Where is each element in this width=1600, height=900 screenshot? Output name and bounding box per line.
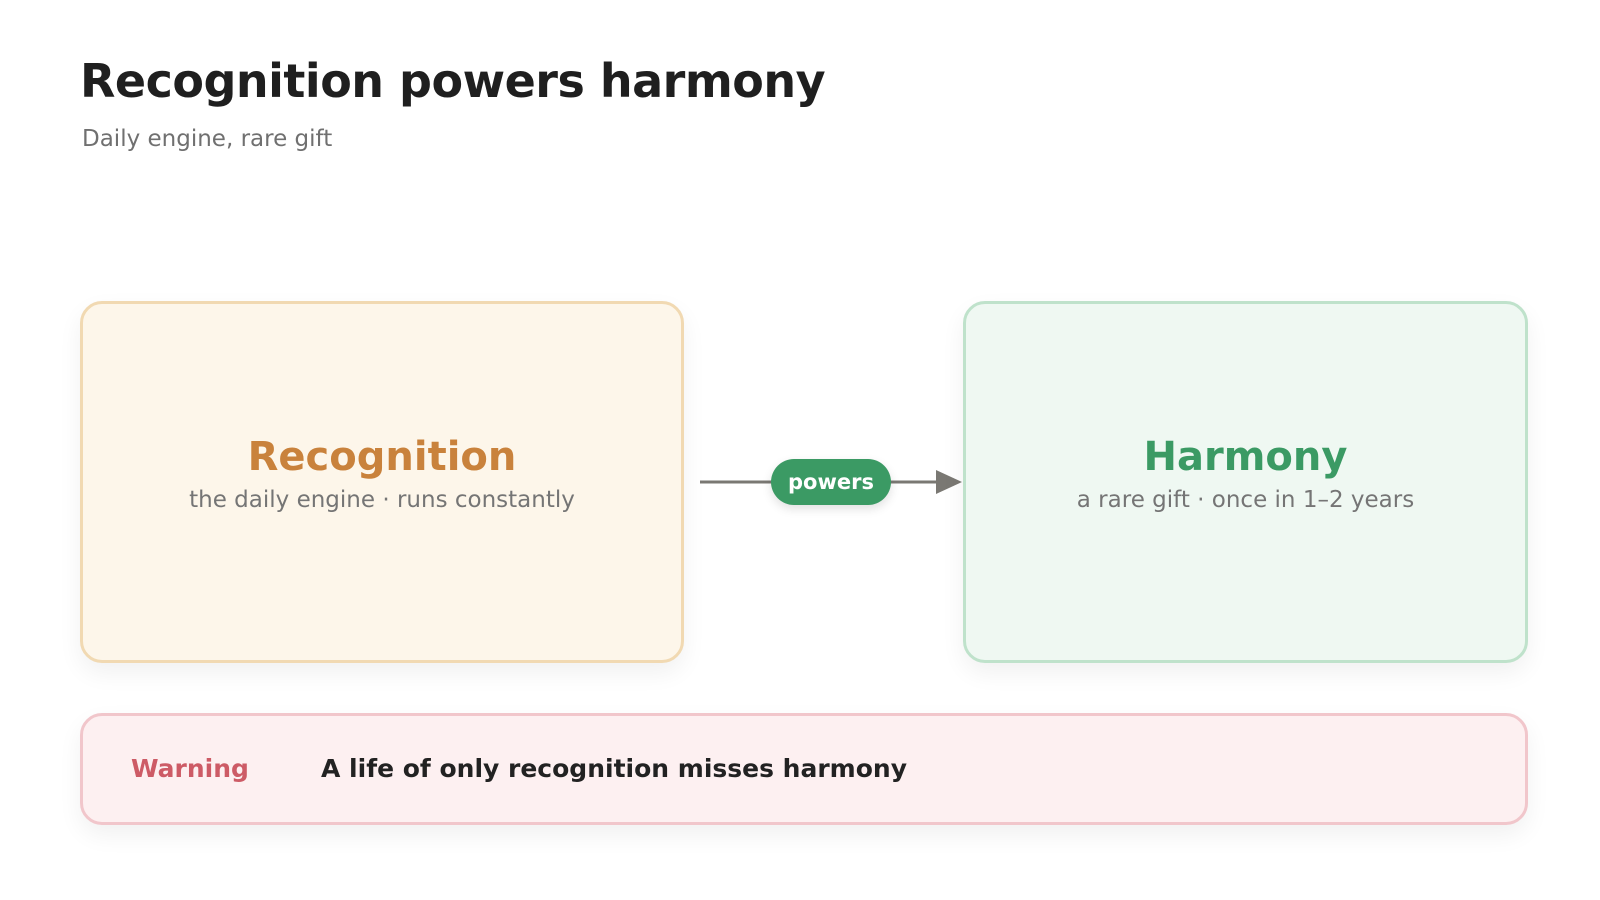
warning-callout: Warning A life of only recognition misse… — [80, 713, 1528, 825]
warning-text: A life of only recognition misses harmon… — [321, 754, 907, 783]
page-subtitle: Daily engine, rare gift — [82, 126, 333, 152]
recognition-node-subtitle: the daily engine · runs constantly — [189, 487, 575, 513]
warning-label: Warning — [131, 754, 249, 783]
page-title: Recognition powers harmony — [80, 54, 826, 108]
arrow-head-icon — [936, 470, 962, 494]
recognition-node-title: Recognition — [247, 434, 517, 480]
recognition-node: Recognition the daily engine · runs cons… — [80, 301, 684, 663]
harmony-node-title: Harmony — [1143, 434, 1348, 480]
edge-label-badge: powers — [771, 459, 891, 505]
harmony-node-subtitle: a rare gift · once in 1–2 years — [1076, 487, 1415, 513]
harmony-node: Harmony a rare gift · once in 1–2 years — [963, 301, 1528, 663]
